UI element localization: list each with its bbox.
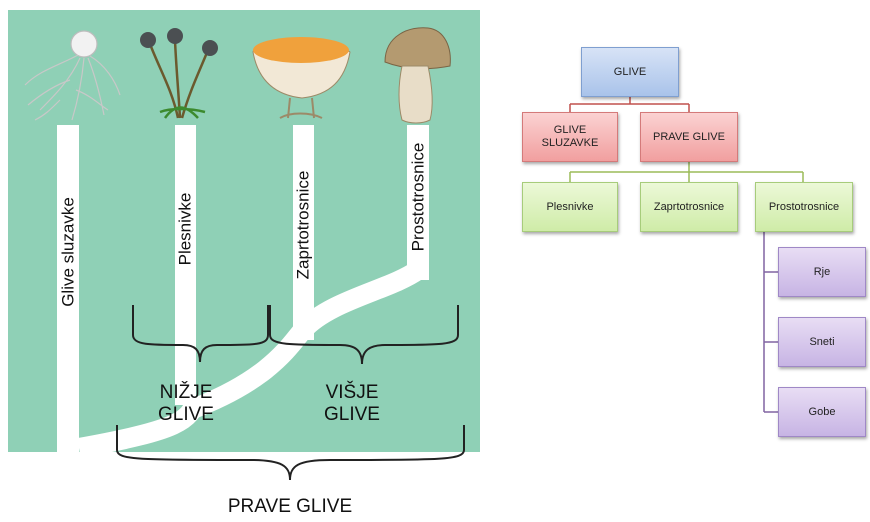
bracket-higher-fungi xyxy=(269,305,459,365)
branch-glive-sluzavke xyxy=(57,125,79,452)
bracket-true-fungi xyxy=(116,425,465,481)
node-plesnivke: Plesnivke xyxy=(522,182,618,232)
tree-branches xyxy=(57,125,429,452)
bracket-lower-fungi xyxy=(132,305,269,363)
node-prave-glive: PRAVE GLIVE xyxy=(640,112,738,162)
node-prostotrosnice: Prostotrosnice xyxy=(755,182,853,232)
connectors-level3 xyxy=(763,232,778,413)
node-sneti: Sneti xyxy=(778,317,866,367)
node-glive: GLIVE xyxy=(581,47,679,97)
node-rje: Rje xyxy=(778,247,866,297)
node-gobe: Gobe xyxy=(778,387,866,437)
branch-label-prostotrosnice: Prostotrosnice xyxy=(408,142,428,252)
fungi-hierarchy-chart: GLIVE GLIVE SLUZAVKE PRAVE GLIVE Plesniv… xyxy=(500,0,870,522)
branch-plesnivke xyxy=(175,125,196,405)
branch-label-plesnivke: Plesnivke xyxy=(175,192,195,266)
mold-icon xyxy=(140,28,218,119)
tree-graphic xyxy=(8,10,480,481)
hierarchy-connectors xyxy=(569,97,804,413)
branch-label-zaprtotrosnice: Zaprtotrosnice xyxy=(293,170,313,280)
node-zaprtotrosnice: Zaprtotrosnice xyxy=(640,182,738,232)
branch-curve-right xyxy=(186,261,424,420)
slime-mold-icon xyxy=(24,30,121,121)
node-glive-sluzavke: GLIVE SLUZAVKE xyxy=(522,112,618,162)
branch-zaprtotrosnice xyxy=(293,125,314,340)
mushroom-icon xyxy=(384,27,451,124)
branch-label-glive-sluzavke: Glive sluzavke xyxy=(58,197,78,307)
cup-fungus-icon xyxy=(252,37,351,119)
connectors-level2 xyxy=(569,162,804,182)
fungi-tree-illustration: Glive sluzavke Plesnivke Zaprtotrosnice … xyxy=(8,10,480,517)
group-label-higher-fungi: VIŠJE GLIVE xyxy=(324,382,380,425)
connectors-level1 xyxy=(569,97,690,112)
group-label-true-fungi: PRAVE GLIVE xyxy=(227,496,353,517)
group-label-lower-fungi: NIŽJE GLIVE xyxy=(158,382,214,425)
branch-prostotrosnice xyxy=(407,125,429,280)
